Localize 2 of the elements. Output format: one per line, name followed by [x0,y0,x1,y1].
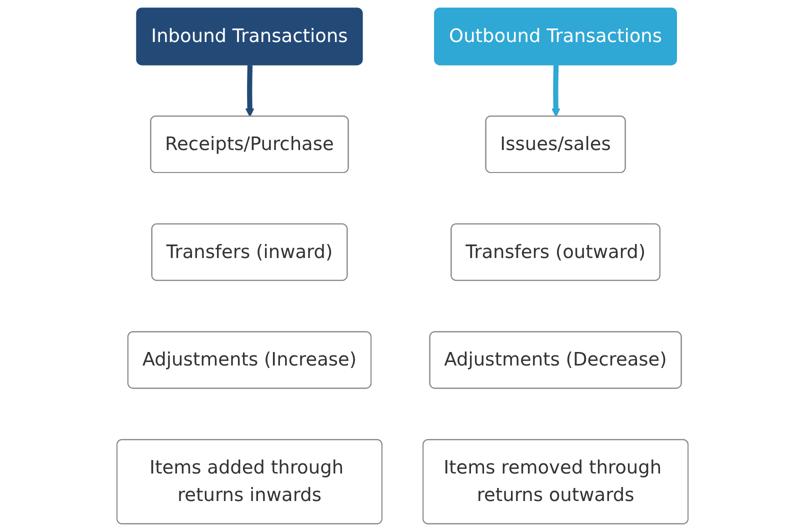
arrow [551,65,560,117]
arrow [245,65,254,117]
